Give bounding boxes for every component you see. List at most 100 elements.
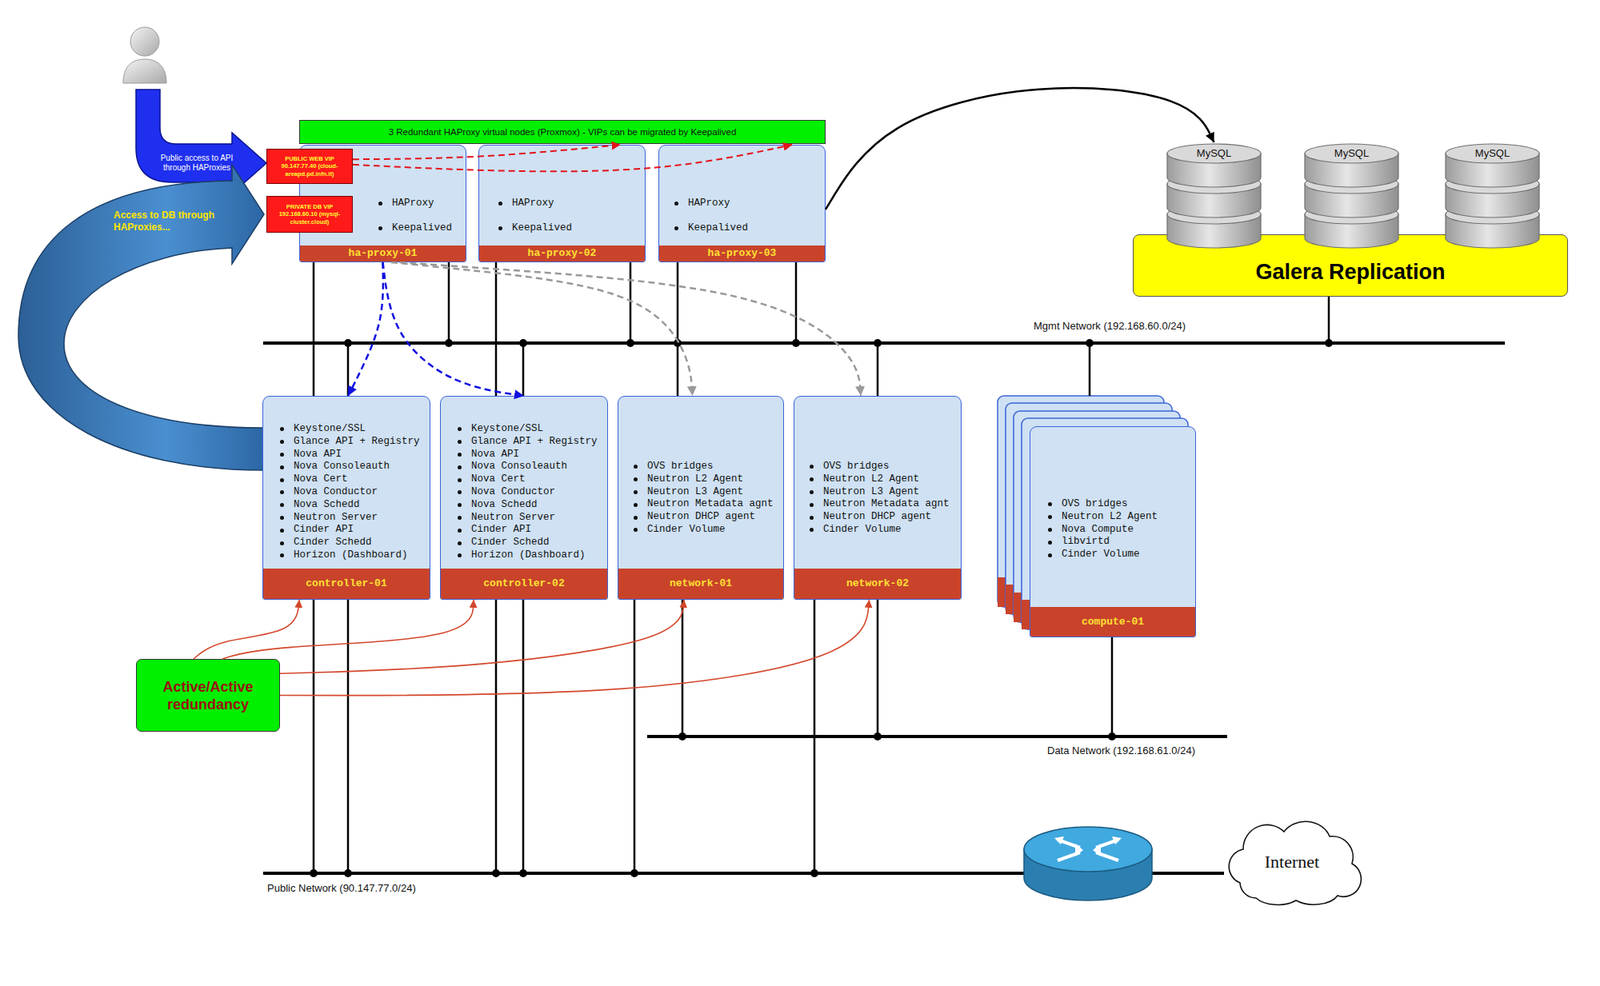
service-item: Nova Conductor xyxy=(457,486,603,500)
junction-dot xyxy=(309,339,1333,878)
service-item: Neutron Metadata agnt xyxy=(809,498,956,512)
connector xyxy=(352,144,621,160)
arrow-caption: Access to DB through HAProxies... xyxy=(113,209,234,234)
service-item: Neutron Server xyxy=(280,512,425,525)
service-item: Nova Cert xyxy=(280,473,425,487)
router-symbol xyxy=(1024,827,1152,901)
service-item: Keystone/SSL xyxy=(457,423,603,436)
connector xyxy=(383,262,525,396)
server-box: Keystone/SSLGlance API + RegistryNova AP… xyxy=(262,396,431,600)
user-icon xyxy=(123,27,167,84)
connector xyxy=(280,600,870,696)
connector xyxy=(348,262,384,396)
internet-cloud: Internet xyxy=(1216,817,1368,908)
header-band: 3 Redundant HAProxy virtual nodes (Proxm… xyxy=(299,120,826,144)
connector xyxy=(280,600,684,674)
arrow-caption: Public access to API through HAProxies xyxy=(152,153,242,173)
service-item: Cinder API xyxy=(457,524,603,537)
service-item: Horizon (Dashboard) xyxy=(280,549,425,563)
service-item: libvirtd xyxy=(1048,536,1191,549)
service-item: HAProxy xyxy=(378,191,461,216)
host-name: network-01 xyxy=(618,568,784,600)
server-box: HAProxyKeepalived ha-proxy-03 xyxy=(658,144,826,263)
db-label: MySQL xyxy=(1165,147,1263,160)
host-name: ha-proxy-03 xyxy=(659,245,825,262)
service-item: Neutron L2 Agent xyxy=(809,473,956,487)
service-item: Neutron Metadata agnt xyxy=(633,498,779,512)
service-item: Glance API + Registry xyxy=(457,436,603,449)
service-item: Nova Consoleauth xyxy=(457,460,603,474)
service-item: Nova Schedd xyxy=(280,499,425,512)
service-item: Neutron Server xyxy=(457,512,603,525)
public-access-arrow xyxy=(136,89,267,194)
connector xyxy=(825,88,1215,210)
db-access-arrow xyxy=(18,164,264,471)
connector xyxy=(399,262,861,396)
service-item: Nova Conductor xyxy=(280,486,425,500)
service-item: HAProxy xyxy=(674,191,820,216)
service-item: Neutron L3 Agent xyxy=(633,486,779,500)
server-box: Keystone/SSLGlance API + RegistryNova AP… xyxy=(440,396,608,600)
vip-label: PRIVATE DB VIP 192.168.60.10 (mysql-clus… xyxy=(268,203,351,227)
host-name: controller-01 xyxy=(263,568,430,600)
service-item: OVS bridges xyxy=(1048,498,1191,512)
note-box: Active/Active redundancy xyxy=(136,659,280,732)
service-item: Keepalived xyxy=(378,216,461,241)
service-item: Nova Consoleauth xyxy=(280,460,425,474)
service-item: Neutron L3 Agent xyxy=(809,486,956,500)
service-item: OVS bridges xyxy=(633,460,779,474)
banner-text: 3 Redundant HAProxy virtual nodes (Proxm… xyxy=(384,127,742,137)
service-item: OVS bridges xyxy=(809,460,956,474)
service-item: Cinder API xyxy=(280,524,425,537)
service-item: Keepalived xyxy=(498,216,640,241)
host-name: ha-proxy-02 xyxy=(479,245,645,262)
service-item: Neutron L2 Agent xyxy=(633,473,779,487)
service-item: Glance API + Registry xyxy=(280,436,425,449)
service-item: Neutron L2 Agent xyxy=(1048,511,1191,524)
connector xyxy=(391,262,693,396)
service-item: Cinder Schedd xyxy=(280,536,425,550)
service-item: Nova API xyxy=(280,448,425,462)
service-item: Neutron DHCP agent xyxy=(633,511,779,524)
network-label: Public Network (90.147.77.0/24) xyxy=(267,882,416,895)
server-box: OVS bridgesNeutron L2 AgentNeutron L3 Ag… xyxy=(793,396,962,600)
service-item: Nova Compute xyxy=(1048,524,1191,537)
service-item: HAProxy xyxy=(498,191,640,216)
service-item: Keepalived xyxy=(674,216,820,241)
server-box: OVS bridgesNeutron L2 AgentNeutron L3 Ag… xyxy=(617,396,784,600)
service-item: Nova Cert xyxy=(457,473,603,487)
service-item: Cinder Schedd xyxy=(457,536,603,550)
service-item: Nova API xyxy=(457,448,603,462)
host-name: controller-02 xyxy=(440,568,608,600)
cloud-label: Internet xyxy=(1264,852,1320,873)
vip-box: PUBLIC WEB VIP 90.147.77.40 (cloud-areap… xyxy=(266,148,353,184)
service-item: Cinder Volume xyxy=(809,524,956,537)
service-item: Cinder Volume xyxy=(633,524,779,537)
wire xyxy=(313,256,1329,874)
db-label: MySQL xyxy=(1303,147,1400,160)
service-item: Nova Schedd xyxy=(457,499,603,512)
database-cylinder: MySQL xyxy=(1165,142,1263,250)
service-item: Cinder Volume xyxy=(1048,548,1191,562)
host-name: network-02 xyxy=(794,568,961,600)
db-label: MySQL xyxy=(1444,147,1541,160)
host-name: ha-proxy-01 xyxy=(300,245,466,262)
vip-label: PUBLIC WEB VIP 90.147.77.40 (cloud-areap… xyxy=(268,155,351,179)
service-item: Neutron DHCP agent xyxy=(809,511,956,524)
network-label: Data Network (192.168.61.0/24) xyxy=(1047,744,1196,757)
connector xyxy=(193,600,300,660)
server-box: HAProxyKeepalivedha-proxy-01PUBLIC WEB V… xyxy=(299,144,467,263)
host-name: compute-01 xyxy=(1030,607,1196,637)
database-cylinder: MySQL xyxy=(1444,142,1541,250)
note-text: Active/Active redundancy xyxy=(141,678,275,714)
network-label: Mgmt Network (192.168.60.0/24) xyxy=(1033,320,1186,332)
server-box: HAProxyKeepalived ha-proxy-02 xyxy=(478,144,646,263)
network-bus xyxy=(263,343,1505,874)
connector xyxy=(222,600,474,660)
connector xyxy=(352,144,792,172)
database-cylinder: MySQL xyxy=(1303,142,1400,250)
cluster-label: Galera Replication xyxy=(1133,258,1568,286)
service-item: Keystone/SSL xyxy=(280,423,425,436)
server-box: OVS bridgesNeutron L2 AgentNova Computel… xyxy=(1029,426,1196,638)
